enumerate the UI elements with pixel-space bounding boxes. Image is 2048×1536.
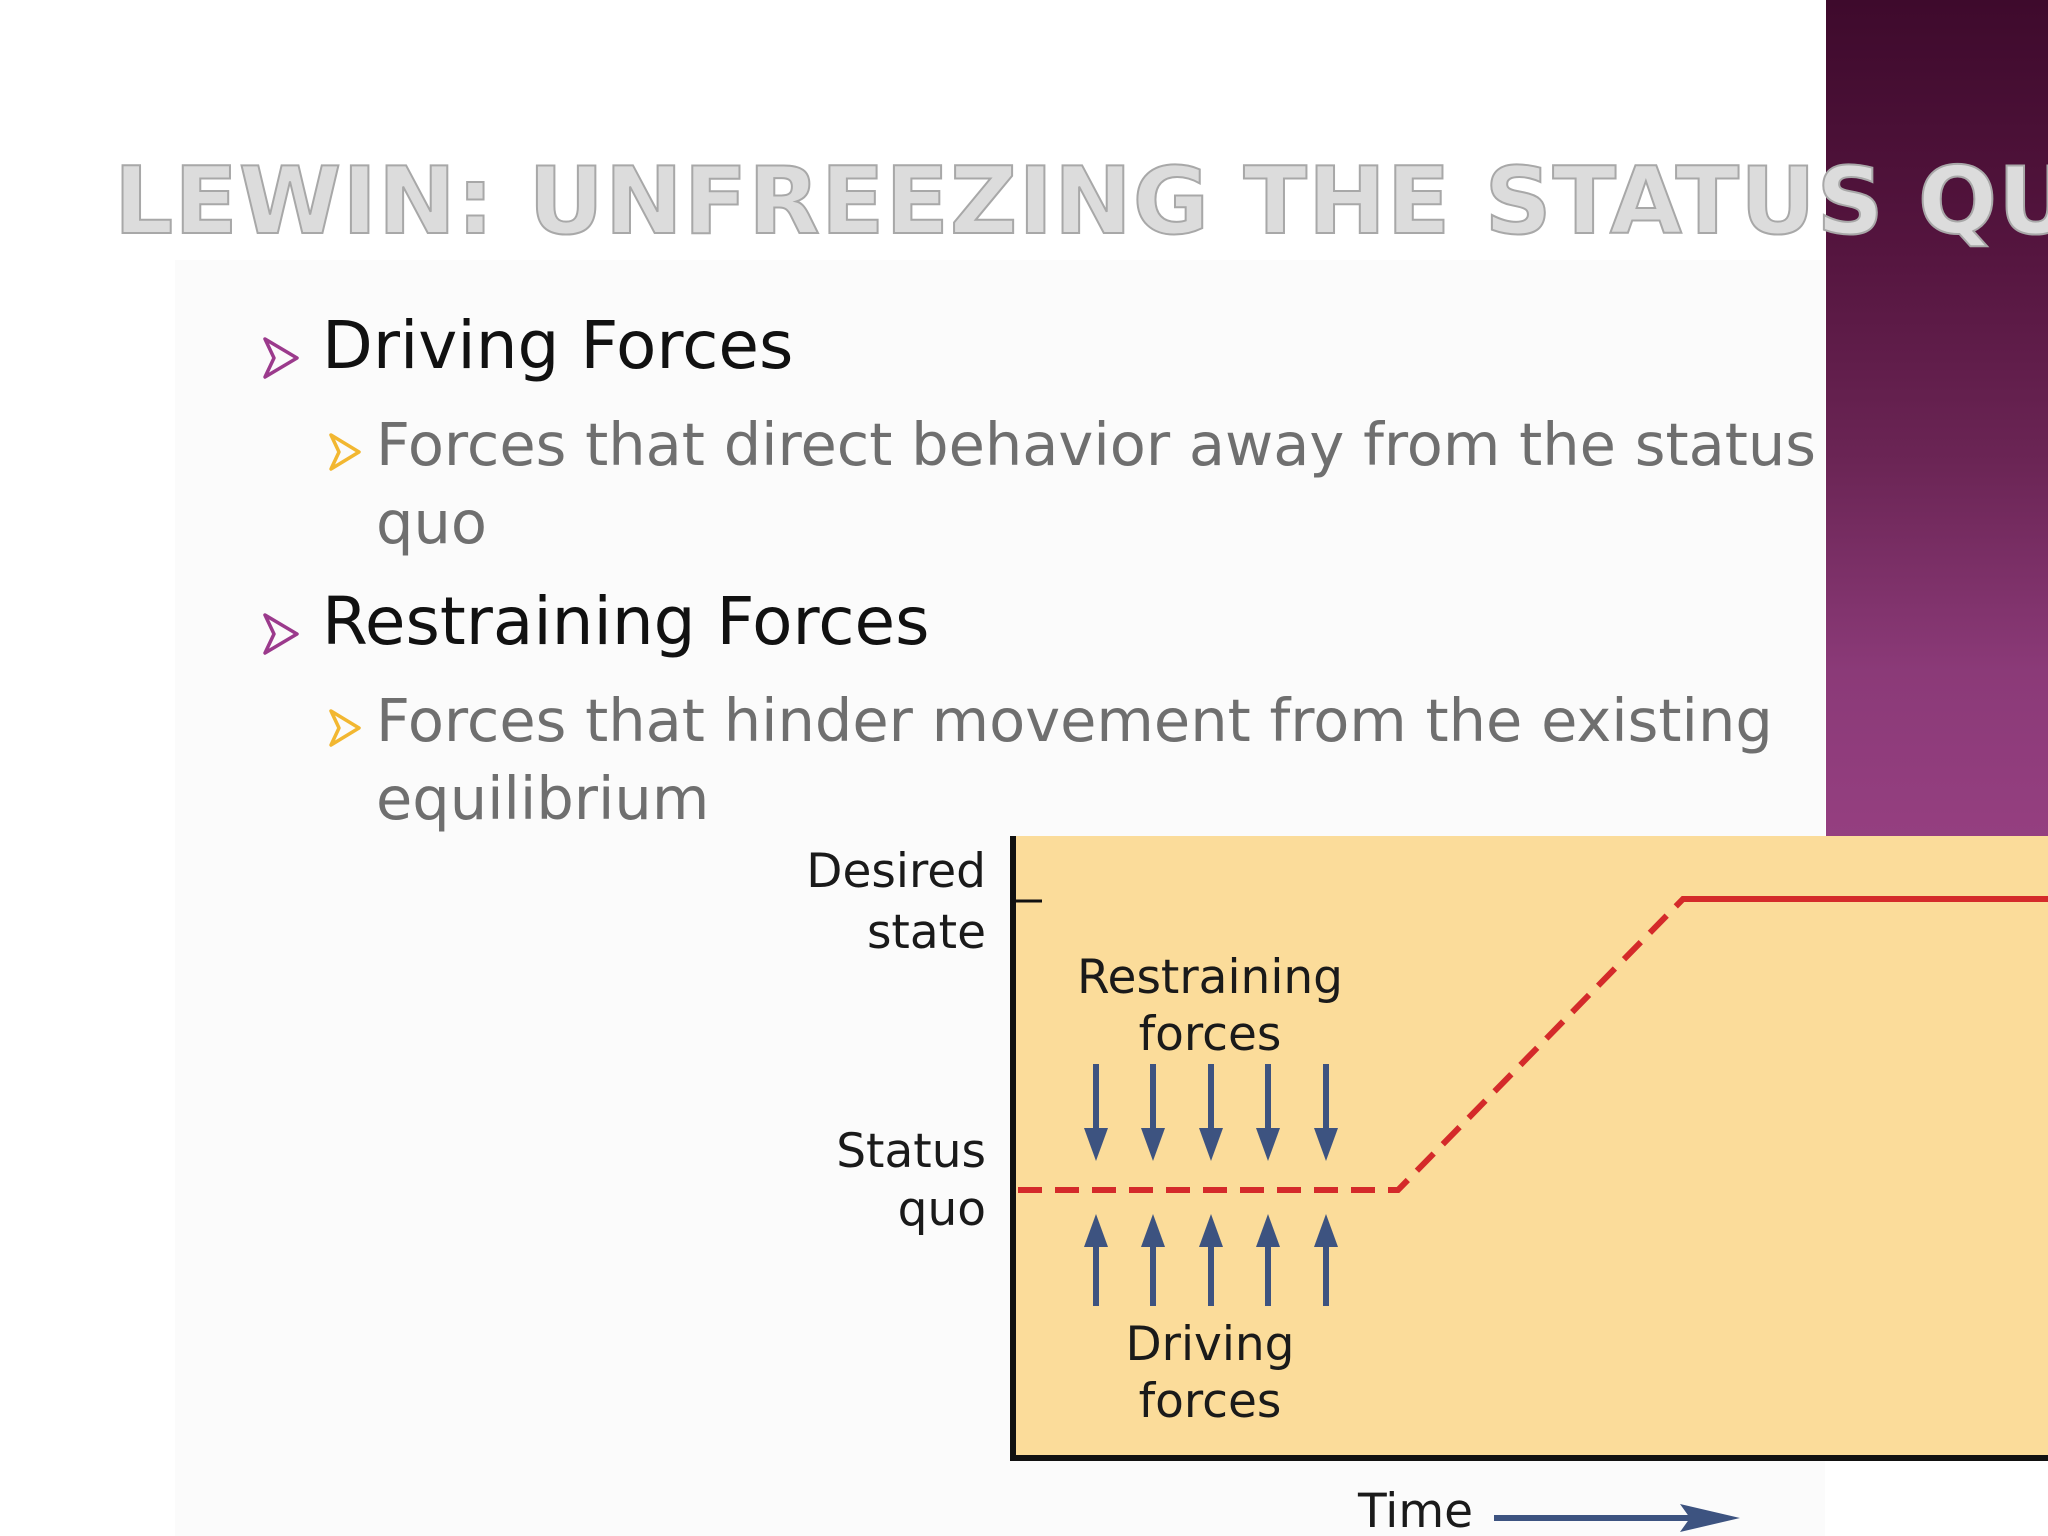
down-arrow-icon	[1314, 1064, 1338, 1161]
up-arrow-icon	[1314, 1214, 1338, 1306]
desired-state-label: state	[867, 905, 986, 960]
sub-bullet-line-1: Forces that direct behavior away from th…	[376, 410, 1816, 479]
status-quo-label: quo	[898, 1182, 986, 1237]
decorative-side-band	[1826, 0, 2048, 840]
driving-forces-label: Driving	[1125, 1317, 1294, 1372]
restraining-forces-label: Restraining	[1077, 950, 1343, 1005]
time-axis-label: Time	[1357, 1484, 1473, 1536]
restraining-force-arrows	[1084, 1064, 1338, 1161]
sub-bullet-line-2: equilibrium	[376, 764, 710, 833]
sub-bullet-line-2: quo	[376, 488, 487, 557]
desired-state-label: Desired	[806, 844, 986, 899]
open-arrowhead-icon	[329, 433, 361, 471]
diagram-background	[1013, 836, 2048, 1458]
bullet-label: Driving Forces	[322, 307, 794, 384]
open-arrowhead-icon	[263, 613, 299, 655]
time-arrow-icon	[1494, 1504, 1740, 1532]
up-arrow-icon	[1256, 1214, 1280, 1306]
restraining-forces-label: forces	[1139, 1007, 1282, 1062]
sub-bullet-line-1: Forces that hinder movement from the exi…	[376, 686, 1773, 755]
status-quo-label: Status	[836, 1124, 986, 1179]
driving-forces-label: forces	[1139, 1374, 1282, 1429]
down-arrow-icon	[1199, 1064, 1223, 1161]
up-arrow-icon	[1199, 1214, 1223, 1306]
open-arrowhead-icon	[263, 337, 299, 379]
slide-title: LEWIN: UNFREEZING THE STATUS QUO	[113, 146, 2048, 256]
up-arrow-icon	[1141, 1214, 1165, 1306]
driving-force-arrows	[1084, 1214, 1338, 1306]
down-arrow-icon	[1084, 1064, 1108, 1161]
down-arrow-icon	[1141, 1064, 1165, 1161]
up-arrow-icon	[1084, 1214, 1108, 1306]
bullet-label: Restraining Forces	[322, 583, 930, 660]
open-arrowhead-icon	[329, 709, 361, 747]
down-arrow-icon	[1256, 1064, 1280, 1161]
